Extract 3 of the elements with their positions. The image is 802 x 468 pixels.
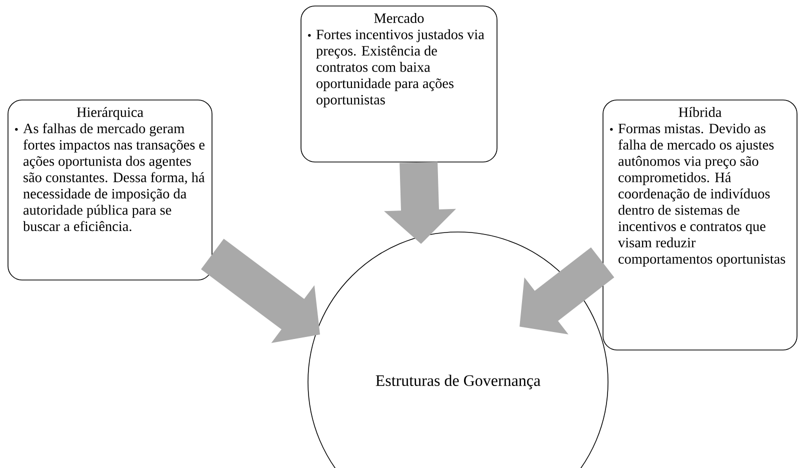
- text-box: Hierárquica As falhas de mercado geram fortes impactos nas transações e ações oportunista dos agentes são constantes. Dessa forma, há necessidade de imposição da autoridade pública para se buscar a eficiência.: [8, 100, 212, 280]
- text-box: Mercado Fortes incentivos justados via preços. Existência de contratos com baixa oportunidade para ações oportunistas: [300, 6, 498, 162]
- text-box: Híbrida Formas mistas. Devido as falha de mercado os ajustes autônomos via preço são comprometidos. Há coordenação de indivíduos dentro de sistemas de incentivos e contratos que visam reduzir comportamentos oportunistas: [602, 100, 798, 350]
